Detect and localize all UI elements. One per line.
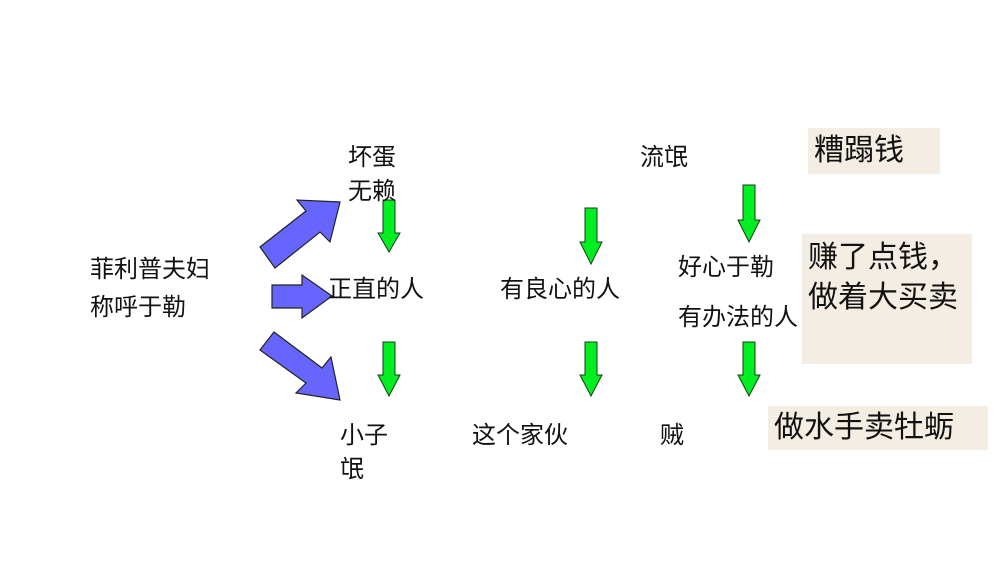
note-top: 糟蹋钱 bbox=[808, 128, 940, 174]
green-arrow-s3-top bbox=[737, 184, 761, 244]
stage3-middle-line1: 好心于勒 bbox=[678, 253, 774, 281]
note-bottom: 做水手卖牡蛎 bbox=[768, 406, 988, 450]
blue-arrow-up bbox=[259, 199, 341, 269]
green-arrow-s3-bottom bbox=[737, 341, 761, 398]
green-arrow-s2-bottom bbox=[579, 341, 603, 398]
blue-arrow-down bbox=[259, 331, 341, 401]
green-arrow-s2-top bbox=[579, 207, 603, 266]
stage1-middle-label: 正直的人 bbox=[328, 275, 424, 303]
stage2-bottom-label: 这个家伙 bbox=[472, 421, 568, 449]
stage3-bottom-label: 贼 bbox=[660, 421, 684, 449]
stage1-bottom-label: 小子氓 bbox=[340, 421, 388, 483]
green-arrow-s1-top bbox=[377, 199, 401, 253]
blue-arrow-right bbox=[271, 273, 334, 320]
stage2-middle-label: 有良心的人 bbox=[500, 275, 620, 303]
green-arrow-s1-bottom bbox=[377, 341, 401, 398]
source-label: 菲利普夫妇称呼于勒 bbox=[90, 255, 210, 321]
note-middle: 赚了点钱，做着大买卖 bbox=[802, 234, 972, 364]
stage1-top-label: 坏蛋无赖 bbox=[348, 143, 396, 205]
stage2-top-label: 流氓 bbox=[640, 143, 688, 171]
stage3-middle-line2: 有办法的人 bbox=[678, 303, 798, 331]
